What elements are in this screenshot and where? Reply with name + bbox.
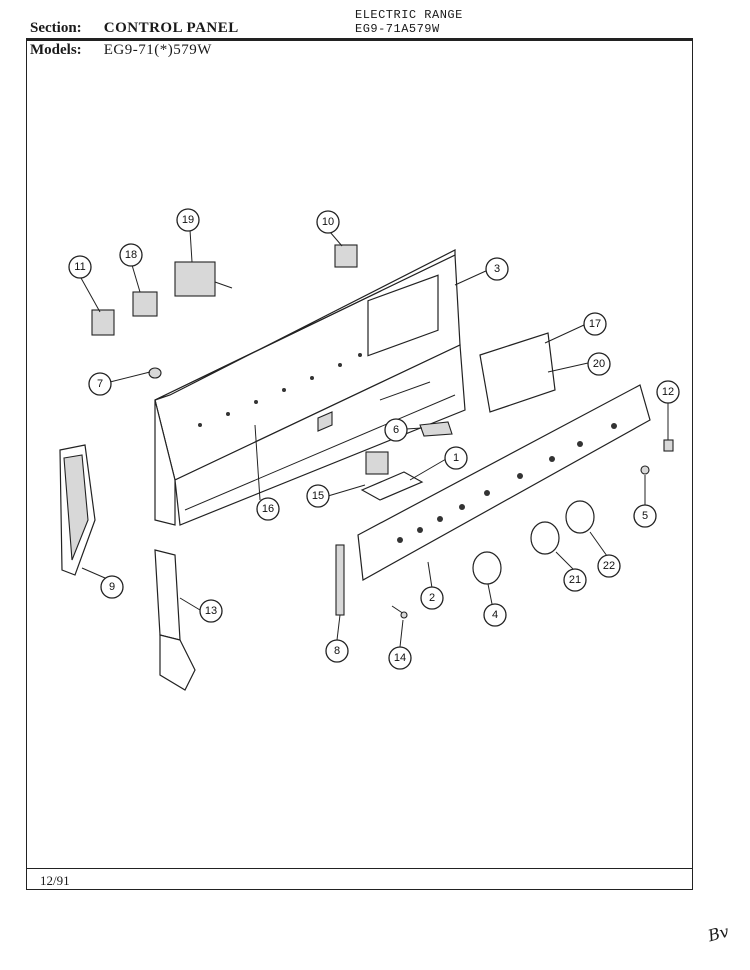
callout-6: 6 [384,418,408,442]
callout-11: 11 [68,255,92,279]
svg-text:4: 4 [492,609,498,621]
callout-7: 7 [88,372,112,396]
svg-text:5: 5 [642,510,648,522]
svg-text:8: 8 [334,645,340,657]
callout-8: 8 [325,639,349,663]
range-model: EG9-71A579W [355,22,440,36]
svg-text:15: 15 [312,490,324,502]
infinite-switch-19 [174,261,233,297]
screw-12 [663,439,674,452]
header-rule [26,38,693,40]
front-trim-panel [357,384,651,581]
svg-text:6: 6 [393,424,399,436]
switch-18 [132,291,158,317]
callout-9: 9 [100,575,124,599]
svg-text:17: 17 [589,318,601,330]
callout-12: 12 [656,380,680,404]
switch-bracket-17-20 [479,332,556,413]
callout-22: 22 [597,554,621,578]
svg-text:18: 18 [125,249,137,261]
mounting-bracket [154,549,196,691]
footer-rule [26,868,693,869]
svg-text:2: 2 [429,592,435,604]
screw-14 [391,605,408,619]
callout-21: 21 [563,568,587,592]
svg-text:7: 7 [97,378,103,390]
models-row: Models: EG9-71(*)579W [30,42,212,59]
svg-text:20: 20 [593,358,605,370]
callout-20: 20 [587,352,611,376]
svg-text:16: 16 [262,503,274,515]
models-value: EG9-71(*)579W [103,42,212,58]
section-value: CONTROL PANEL [103,20,239,36]
svg-text:19: 19 [182,214,194,226]
lens-1 [360,471,424,501]
callout-5: 5 [633,504,657,528]
callout-19: 19 [176,208,200,232]
range-title: ELECTRIC RANGE [355,8,463,22]
revision-date: 12/91 [40,873,70,888]
callout-14: 14 [388,646,412,670]
clip-7 [148,367,162,379]
light-socket-6 [419,421,453,437]
callout-3: 3 [485,257,509,281]
svg-text:11: 11 [74,261,85,273]
callout-18: 18 [119,243,143,267]
relay-block-15 [365,451,389,475]
range-model-block: ELECTRIC RANGE EG9-71A579W [355,8,463,36]
svg-text:10: 10 [322,216,334,228]
section-row: Section: CONTROL PANEL [30,20,239,37]
svg-text:13: 13 [205,605,217,617]
knob-4 [472,551,502,585]
svg-text:3: 3 [494,263,500,275]
screw-5 [640,465,650,475]
switch-11 [91,309,115,336]
callout-2: 2 [420,586,444,610]
callout-10: 10 [316,210,340,234]
trim-strip-8 [335,544,345,616]
callout-15: 15 [306,484,330,508]
diagram-frame [26,40,693,890]
svg-text:12: 12 [662,386,674,398]
control-panel-housing [154,249,466,526]
indicator-light-10 [334,244,358,268]
svg-text:9: 9 [109,581,115,593]
callout-1: 1 [444,446,468,470]
knob-21 [530,521,560,555]
svg-text:22: 22 [603,560,615,572]
callout-16: 16 [256,497,280,521]
svg-text:1: 1 [453,452,459,464]
svg-text:14: 14 [394,652,406,664]
knob-22 [565,500,595,534]
callout-13: 13 [199,599,223,623]
svg-text:21: 21 [569,574,581,586]
callout-4: 4 [483,603,507,627]
section-label: Section: [30,20,82,36]
left-end-cap [59,444,96,576]
callout-17: 17 [583,312,607,336]
leader-lines [80,229,669,648]
models-label: Models: [30,42,82,58]
